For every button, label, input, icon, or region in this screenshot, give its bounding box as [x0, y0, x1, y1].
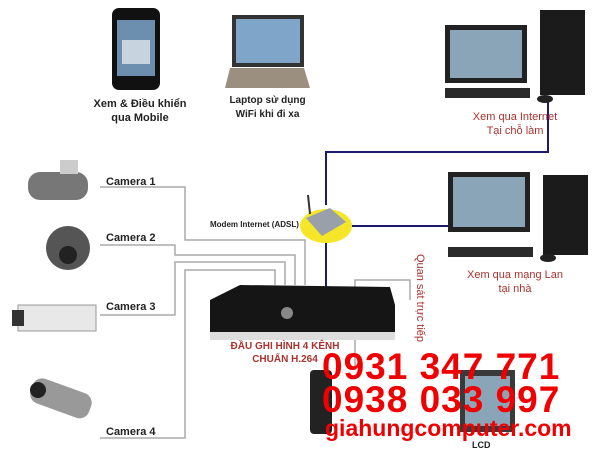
- pc-internet-label: Xem qua Internet Tại chỗ làm: [450, 110, 580, 138]
- pc-internet-label-line: Tại chỗ làm: [486, 125, 544, 137]
- dvr-image: [210, 285, 395, 340]
- pc-lan-label: Xem qua mạng Lan tại nhà: [445, 268, 585, 296]
- camera-4-label: Camera 4: [106, 426, 156, 438]
- lcd-image: [460, 370, 515, 432]
- mobile-label-line: qua Mobile: [111, 112, 169, 124]
- website: giahungcomputer.com: [325, 415, 572, 441]
- pc-lan-label-line: tại nhà: [498, 283, 532, 295]
- camera-3-image: [12, 304, 97, 332]
- mobile-phone-image: [112, 8, 160, 90]
- network-lines: [325, 100, 549, 290]
- dvr-label-line: ĐẦU GHI HÌNH 4 KÊNH: [230, 341, 340, 352]
- lcd-label: LCD: [472, 440, 491, 450]
- camera-4-image: [30, 378, 92, 419]
- camera-2-image: [46, 226, 90, 270]
- camera-3-label: Camera 3: [106, 301, 156, 313]
- laptop-label-line: WiFi khi đi xa: [235, 109, 300, 120]
- modem-image: [300, 194, 352, 243]
- modem-label: Modem Internet (ADSL): [210, 220, 299, 229]
- remote-image: [310, 370, 332, 434]
- phone-number-1: 0931 347 771: [322, 346, 561, 387]
- pc-lan-label-line: Xem qua mạng Lan: [466, 269, 563, 281]
- laptop-image: [225, 15, 310, 88]
- pc-internet-image: [445, 10, 585, 103]
- pc-internet-label-line: Xem qua Internet: [472, 111, 558, 123]
- phone-number-2: 0938 033 997: [322, 379, 561, 420]
- mobile-label: Xem & Điều khiển qua Mobile: [75, 97, 205, 125]
- camera-1-image: [28, 160, 88, 200]
- camera-1-label: Camera 1: [106, 176, 156, 188]
- laptop-label: Laptop sử dụng WiFi khi đi xa: [210, 94, 325, 122]
- camera-2-label: Camera 2: [106, 232, 156, 244]
- dvr-label-line: CHUẨN H.264: [252, 354, 318, 365]
- pc-lan-image: [448, 172, 588, 262]
- mobile-label-line: Xem & Điều khiển: [93, 98, 187, 110]
- dvr-label: ĐẦU GHI HÌNH 4 KÊNH CHUẨN H.264: [205, 340, 365, 366]
- laptop-label-line: Laptop sử dụng: [229, 95, 306, 106]
- live-view-label: Quan sát trực tiếp: [414, 253, 426, 343]
